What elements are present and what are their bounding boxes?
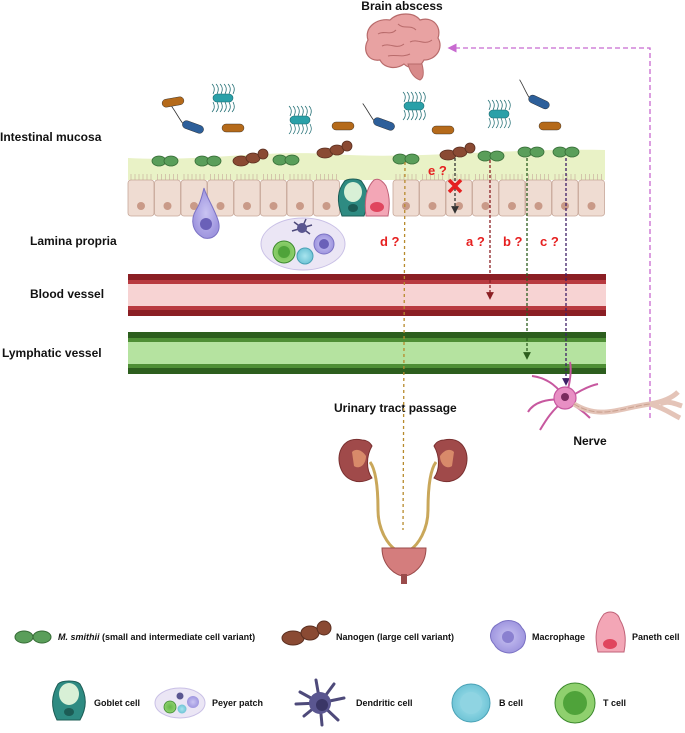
nanogen-cell [316, 140, 353, 159]
nerve-icon [527, 361, 683, 431]
epithelial-cell [127, 179, 155, 217]
rod-bacterium [171, 106, 204, 134]
flagellated-bacterium [288, 105, 312, 135]
cell-nucleus [534, 202, 543, 210]
cell-nucleus [481, 202, 490, 210]
cell-nucleus [163, 202, 172, 210]
legend-paneth-text: Paneth cell [632, 632, 680, 642]
legend-dendritic-icon [294, 678, 346, 727]
route-e-label: e ? [428, 163, 447, 178]
legend-tcell-text: T cell [603, 698, 626, 708]
msmithii-cell [151, 155, 179, 167]
route-b-label: b ? [503, 234, 523, 249]
lamina-propria-label: Lamina propria [30, 234, 117, 248]
macrophage-in-lamina [192, 187, 220, 239]
msmithii-cell [272, 154, 300, 166]
brain-icon [365, 13, 441, 81]
epithelial-cell [392, 179, 420, 217]
flagellated-bacterium [402, 91, 426, 121]
rod-bacterium [538, 121, 562, 131]
urinary-tract-label: Urinary tract passage [334, 401, 457, 415]
legend-macrophage-icon [490, 620, 526, 654]
legend-macrophage-text: Macrophage [532, 632, 585, 642]
route-a-label: a ? [466, 234, 485, 249]
cell-nucleus [322, 202, 331, 210]
epithelial-cell [233, 179, 261, 217]
legend-peyer-text: Peyer patch [212, 698, 263, 708]
epithelial-cell [419, 179, 446, 217]
cell-nucleus [269, 202, 278, 210]
lymphatic-vessel [128, 332, 606, 374]
legend: M. smithii (small and intermediate cell … [14, 611, 680, 727]
lumen-microbes [151, 79, 580, 167]
cell-nucleus [561, 202, 569, 210]
legend-bcell-icon [451, 683, 491, 723]
msmithii-cell [517, 146, 545, 158]
legend-nanogen-text: Nanogen (large cell variant) [336, 632, 454, 642]
legend-msmithii-rest: (small and intermediate cell variant) [100, 632, 256, 642]
route-nerve-to-brain [447, 43, 651, 418]
legend-dendritic-text: Dendritic cell [356, 698, 413, 708]
lymphatic-vessel-label: Lymphatic vessel [2, 346, 102, 360]
legend-goblet-text: Goblet cell [94, 698, 140, 708]
msmithii-cell [194, 155, 222, 167]
paneth-cell-in-mucosa [364, 178, 390, 217]
goblet-cell-in-mucosa [337, 178, 369, 217]
route-c-label: c ? [540, 234, 559, 249]
peyer-patch-in-lamina [260, 217, 346, 271]
cell-nucleus [428, 202, 437, 210]
legend-msmithii-icon [14, 630, 52, 644]
epithelial-cell [525, 179, 552, 217]
intestinal-mucosa-label: Intestinal mucosa [0, 130, 102, 144]
legend-peyer-icon [154, 687, 206, 719]
rod-bacterium [519, 79, 550, 110]
msmithii-cell [392, 153, 420, 165]
cell-nucleus [587, 202, 596, 210]
cell-nucleus [402, 202, 410, 210]
blood-vessel-label: Blood vessel [30, 287, 104, 301]
nanogen-cell [439, 142, 476, 161]
legend-msmithii-text: M. smithii (small and intermediate cell … [58, 632, 255, 642]
blood-vessel [128, 274, 606, 316]
legend-tcell-icon [554, 682, 596, 724]
epithelial-cell [445, 179, 473, 217]
legend-nanogen-icon [281, 620, 332, 646]
rod-bacterium [221, 123, 245, 133]
route-d-urinary [402, 161, 406, 531]
rod-bacterium [431, 125, 455, 135]
msmithii-cell [477, 150, 505, 162]
brain-abscess-label: Brain abscess [361, 0, 443, 13]
cell-nucleus [296, 202, 304, 210]
nerve-label: Nerve [573, 434, 607, 448]
cell-nucleus [243, 202, 251, 210]
epithelial-cell [154, 179, 181, 217]
legend-bcell-text: B cell [499, 698, 523, 708]
epithelial-cell [551, 179, 579, 217]
epithelial-cell [498, 179, 526, 217]
legend-goblet-icon [52, 680, 86, 721]
nanogen-cell [232, 148, 269, 167]
flagellated-bacterium [487, 99, 511, 129]
cell-nucleus [216, 202, 225, 210]
cell-nucleus [137, 202, 145, 210]
epithelial-cell [286, 179, 314, 217]
epithelial-cell [313, 179, 340, 217]
route-d-label: d ? [380, 234, 400, 249]
cell-nucleus [455, 202, 463, 210]
rod-bacterium [161, 96, 185, 108]
rod-bacterium [331, 121, 355, 131]
epithelial-cell [260, 179, 287, 217]
legend-paneth-icon [595, 611, 626, 653]
flagellated-bacterium [211, 83, 235, 113]
epithelial-cell [578, 179, 605, 217]
blocked-x-icon [447, 178, 463, 194]
rod-bacterium [362, 103, 395, 131]
msmithii-cell [552, 146, 580, 158]
legend-msmithii-italic: M. smithii [58, 632, 100, 642]
cell-nucleus [190, 202, 198, 210]
urinary-tract-icon [338, 438, 468, 584]
cell-nucleus [508, 202, 516, 210]
epithelial-cell [472, 179, 499, 217]
